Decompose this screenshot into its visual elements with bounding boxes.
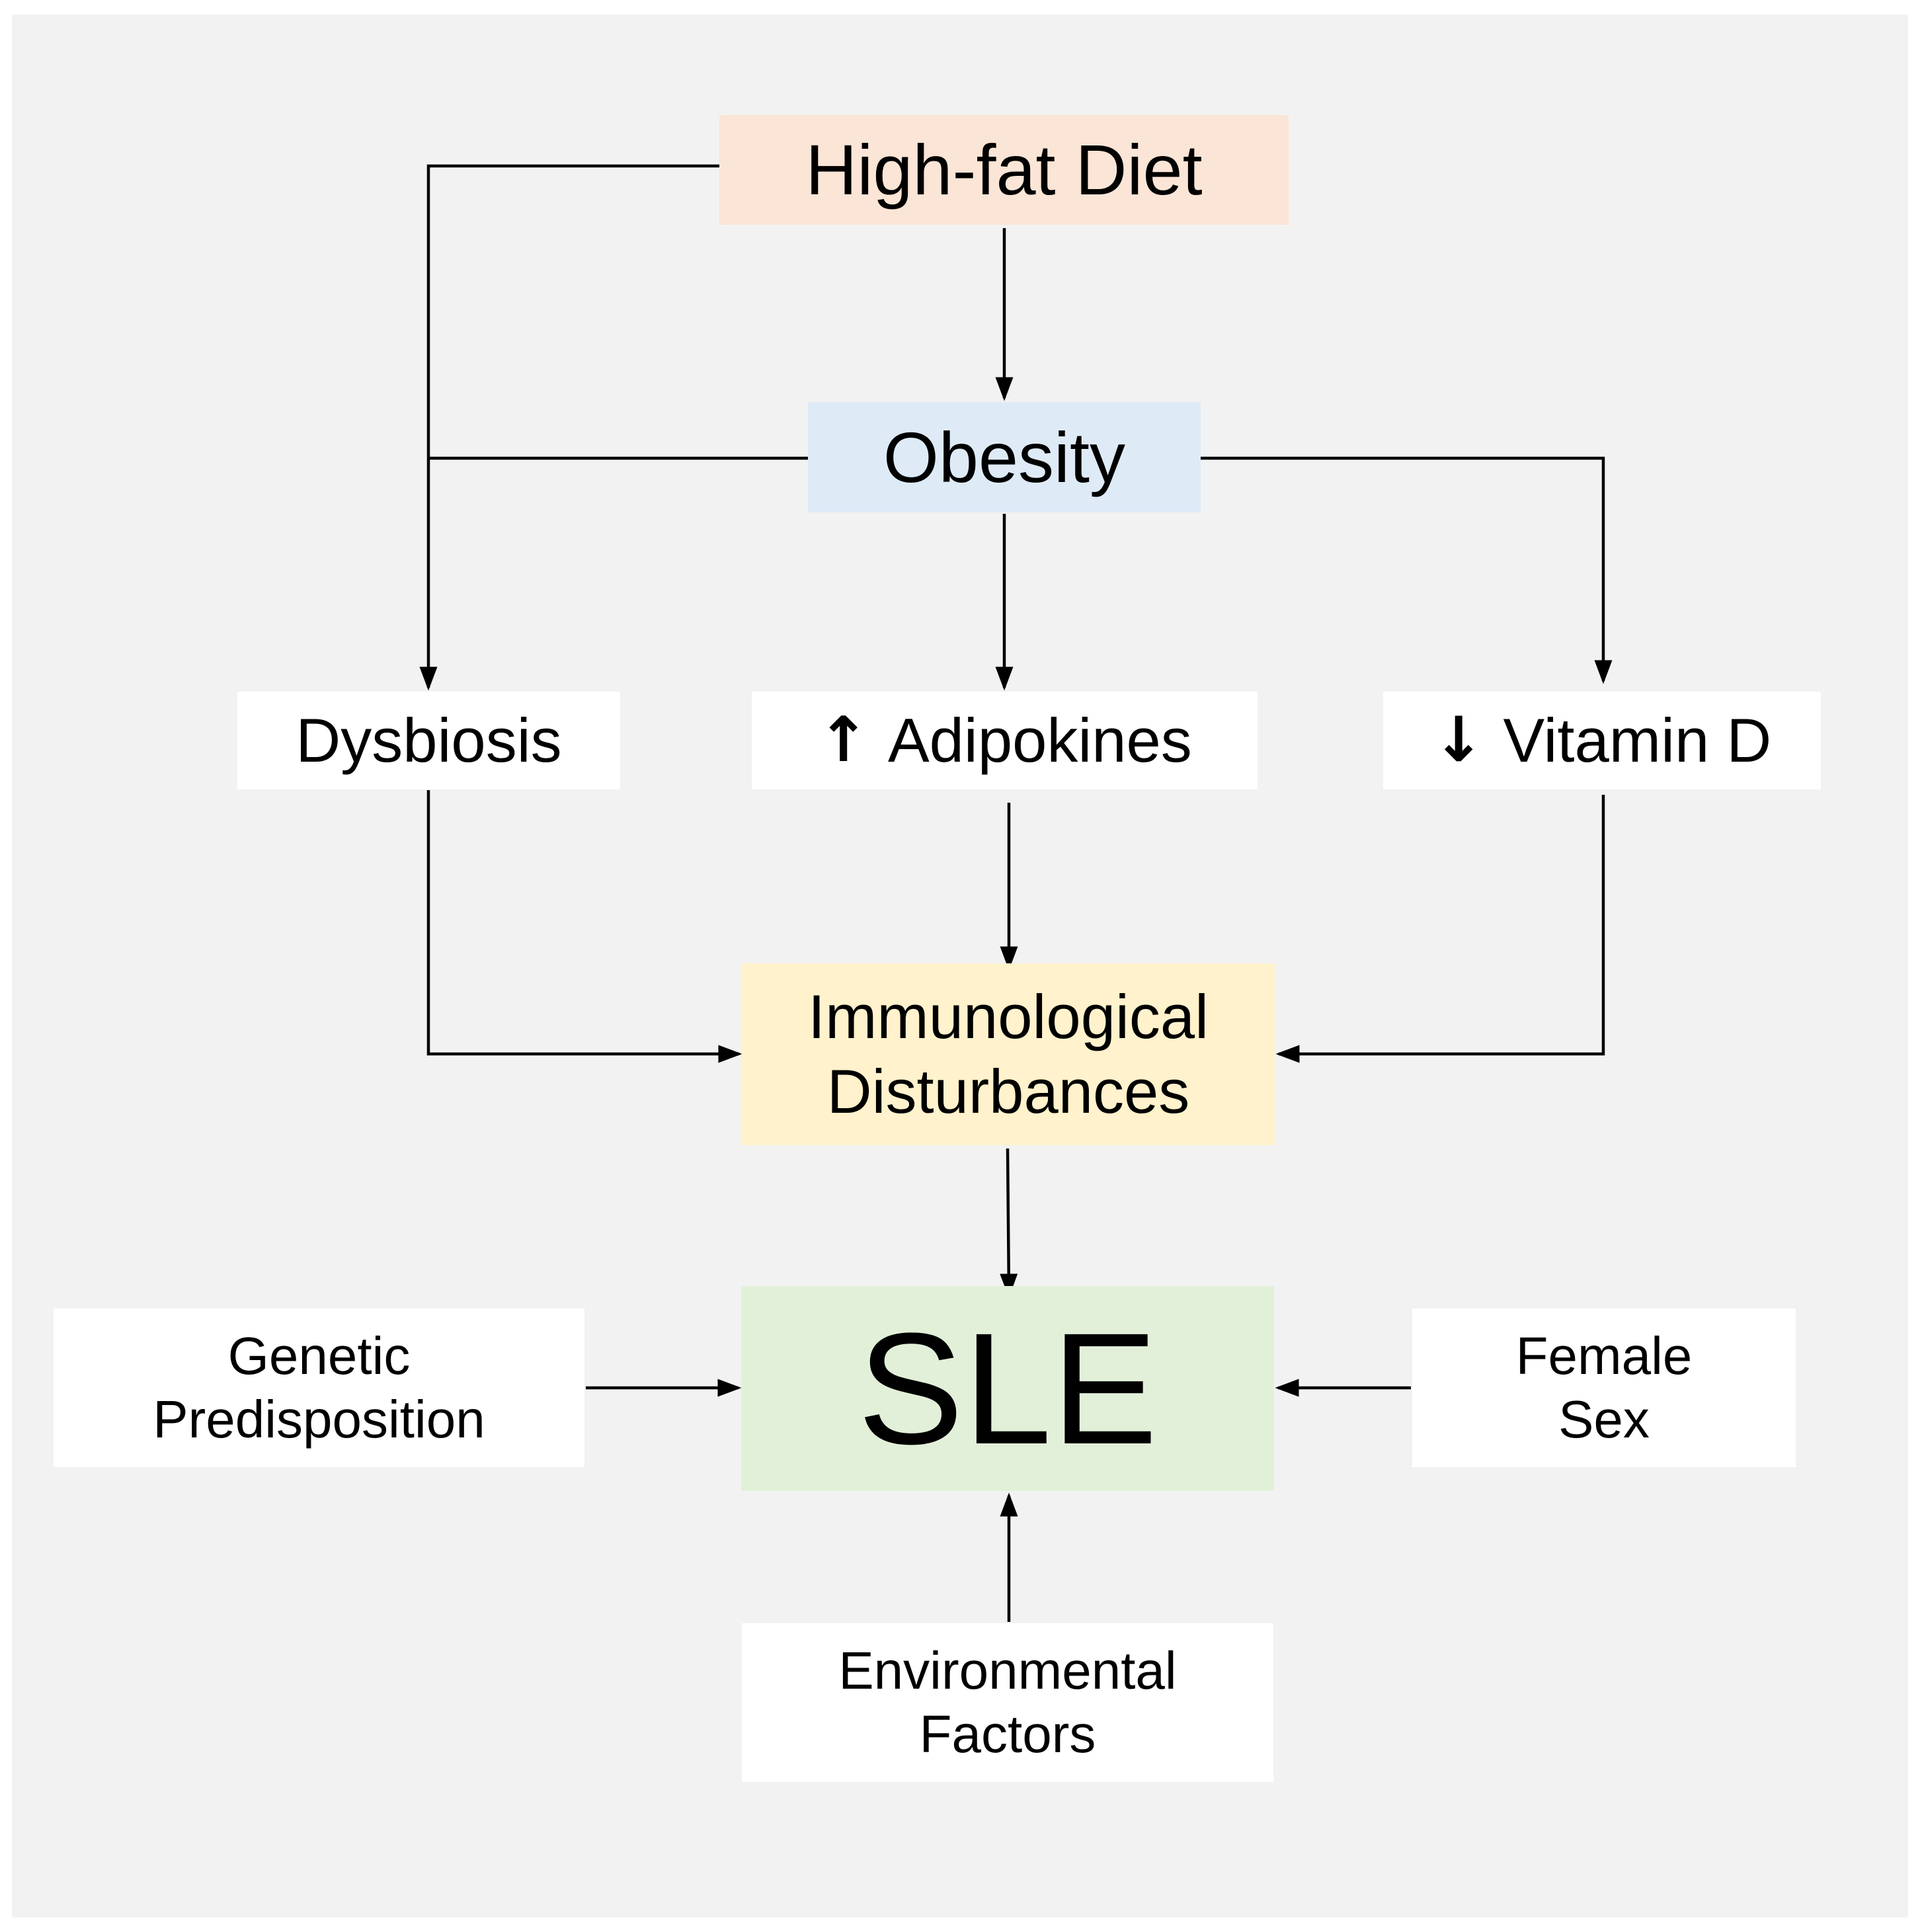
genetic-predisposition-node: Genetic Predisposition — [54, 1308, 584, 1467]
down-arrow-icon: ↓ — [1432, 704, 1485, 776]
edge-dysbiosis-to-immunological — [426, 790, 742, 1063]
dysbiosis-node: Dysbiosis — [237, 692, 620, 789]
vitamin-d-node: ↓ Vitamin D — [1383, 692, 1821, 789]
environmental-label-line2: Factors — [919, 1705, 1096, 1763]
sle-label: SLE — [858, 1300, 1158, 1477]
edge-obesity-to-vitamin-d — [1201, 456, 1613, 684]
edge-vitamin-d-to-immunological — [1275, 795, 1605, 1063]
environmental-label-line1: Environmental — [838, 1641, 1177, 1700]
edge-highfat-to-dysbiosis — [419, 164, 719, 691]
immunological-label-line2: Disturbances — [826, 1056, 1190, 1126]
adipokines-node: ↑ Adipokines — [752, 692, 1258, 789]
immunological-label-line1: Immunological — [807, 981, 1209, 1051]
obesity-node: Obesity — [808, 402, 1201, 512]
vitamin-d-label: Vitamin D — [1503, 705, 1772, 775]
high-fat-diet-label: High-fat Diet — [805, 130, 1203, 210]
genetic-label-line1: Genetic — [227, 1326, 411, 1385]
adipokines-label: Adipokines — [887, 705, 1192, 775]
female-label-line1: Female — [1515, 1326, 1693, 1385]
environmental-factors-node: Environmental Factors — [742, 1623, 1273, 1782]
up-arrow-icon: ↑ — [817, 704, 869, 776]
female-sex-node: Female Sex — [1412, 1308, 1796, 1467]
dysbiosis-label: Dysbiosis — [296, 705, 562, 775]
sle-node: SLE — [741, 1286, 1274, 1491]
high-fat-diet-node: High-fat Diet — [719, 115, 1289, 225]
immunological-disturbances-node: Immunological Disturbances — [742, 963, 1275, 1145]
genetic-label-line2: Predisposition — [153, 1390, 485, 1449]
female-label-line2: Sex — [1558, 1390, 1650, 1449]
edge-immunological-to-sle — [1000, 1148, 1018, 1298]
obesity-label: Obesity — [883, 417, 1126, 497]
